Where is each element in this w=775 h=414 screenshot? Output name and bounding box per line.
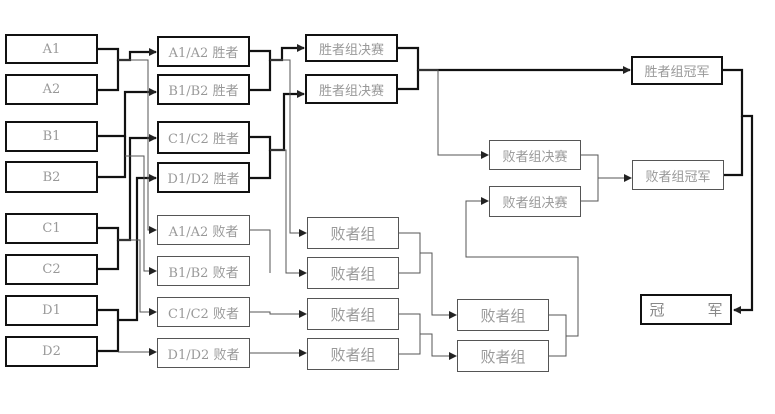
losers-group-5: 败者组 (457, 299, 549, 331)
losers-group-2: 败者组 (307, 257, 399, 289)
losers-final-1: 败者组决赛 (489, 140, 581, 170)
connector-line (398, 70, 420, 91)
losers-group-3: 败者组 (307, 298, 399, 330)
winners-r1-c: C1/C2 胜者 (157, 121, 250, 154)
connector-line (250, 60, 272, 92)
losers-r1-d: D1/D2 败者 (157, 338, 250, 368)
losers-champion: 败者组冠军 (632, 160, 724, 190)
connector-line (98, 320, 120, 353)
connector-line (250, 150, 272, 180)
losers-to-col2-line-2 (399, 313, 457, 360)
winners-final-to-champion-line (398, 46, 631, 74)
connector-line (98, 136, 127, 179)
col2-to-losers-final-line (465, 197, 579, 337)
seed-a2: A2 (5, 74, 98, 105)
connector-line (399, 253, 421, 274)
seed-c-to-winner-line (98, 134, 157, 242)
seed-a-to-winner-line (98, 47, 157, 62)
seed-d-to-winner-line (98, 174, 157, 322)
champion-box: 冠 军 (640, 294, 732, 325)
final-to-champion-line (723, 68, 754, 314)
seed-a-to-loser-line (118, 59, 157, 234)
winners-loser-drop-line-2 (270, 149, 307, 277)
connector-line (98, 60, 120, 92)
losers-group-6: 败者组 (457, 340, 549, 372)
connector-line (549, 336, 567, 357)
seed-a1: A1 (5, 34, 98, 64)
winners-final-to-losers-final-line (418, 69, 489, 159)
connector-line (399, 334, 421, 355)
seed-c-to-loser-line (118, 239, 157, 316)
winners-final-2: 胜者组决赛 (305, 74, 398, 104)
seed-b1: B1 (5, 121, 98, 152)
seed-b-to-winner-line (98, 88, 157, 138)
losers-final-2: 败者组决赛 (489, 186, 581, 217)
losers-r1-a: A1/A2 败者 (157, 215, 250, 245)
losers-group-4: 败者组 (307, 338, 399, 370)
seed-b2: B2 (5, 161, 98, 193)
connector-line (250, 229, 271, 273)
losers-group-1: 败者组 (307, 217, 399, 249)
winners-r1-to-final-line-2 (250, 90, 305, 152)
seed-b-to-loser-line (125, 155, 157, 275)
winners-r1-ab: A1/A2 胜者 (157, 36, 250, 67)
connector-line (724, 116, 744, 177)
seed-c1: C1 (5, 213, 98, 244)
seed-d2: D2 (5, 336, 98, 367)
losers-r1-b: B1/B2 败者 (157, 256, 250, 286)
winners-final-1: 胜者组决赛 (305, 34, 398, 62)
losers-r1-to-group-line (250, 310, 307, 318)
connector-line (581, 178, 599, 202)
losers-to-col2-line (399, 232, 457, 319)
losers-r1-c: C1/C2 败者 (157, 297, 250, 327)
losers-final-to-champion-line (581, 154, 632, 182)
seed-c2: C2 (5, 254, 98, 285)
winners-champion: 胜者组冠军 (631, 56, 723, 85)
connector-line (98, 240, 120, 271)
seed-d1: D1 (5, 295, 98, 326)
winners-loser-drop-line (270, 59, 307, 237)
winners-r1-to-final-line (250, 44, 305, 62)
winners-r1-b: B1/B2 胜者 (157, 74, 250, 105)
winners-r1-d: D1/D2 胜者 (157, 162, 250, 193)
